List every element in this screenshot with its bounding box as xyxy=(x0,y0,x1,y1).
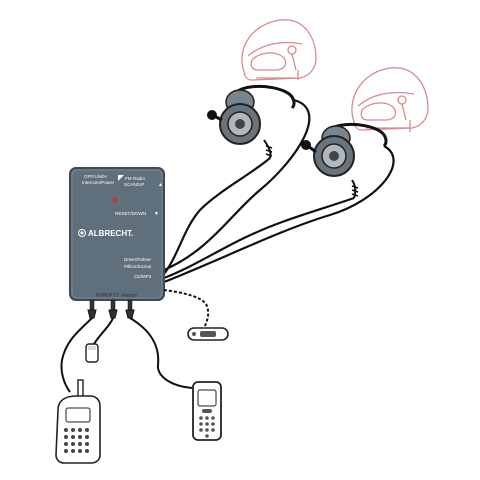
fm-indicator-icon xyxy=(118,175,124,181)
helmet-icon xyxy=(351,67,429,132)
label-driver: Driver/Fahrer xyxy=(124,257,152,262)
label-cd-mp3: CD/MP3 xyxy=(134,274,152,279)
up-arrow-icon: ▲ xyxy=(158,182,163,188)
label-reset-down: RESET/DOWN xyxy=(115,211,146,216)
power-led-icon xyxy=(112,197,118,203)
label-pillion: Pillion/Sozius xyxy=(124,264,152,269)
device-cables xyxy=(60,289,210,393)
albrecht-logo-icon xyxy=(78,229,86,237)
helmet-icon xyxy=(241,19,317,81)
label-off: OFF/L/M/H xyxy=(84,174,107,179)
headset-cables xyxy=(163,98,395,284)
mp3-player-icon xyxy=(187,327,229,341)
power-plug-icon xyxy=(85,343,99,363)
headset-icon xyxy=(207,85,296,159)
brand-name: ALBRECHT. xyxy=(88,229,133,238)
port-label-pwr: PWR xyxy=(96,293,108,299)
mobile-phone-icon xyxy=(192,381,222,441)
port-label-hands: Hands xyxy=(122,293,137,299)
label-fm-radio: FM Radio xyxy=(125,176,145,181)
walkie-talkie-icon xyxy=(55,379,101,464)
label-intercom-power: Intercom/Power xyxy=(82,180,115,185)
headset-icon xyxy=(301,123,388,199)
port-label-ptt: PTT xyxy=(109,293,120,299)
label-scan-up: SCAN/UP xyxy=(124,182,144,187)
down-arrow-icon: ▼ xyxy=(154,211,159,217)
port-plugs xyxy=(87,299,135,319)
intercom-unit: OFF/L/M/H Intercom/Power FM Radio SCAN/U… xyxy=(69,167,165,301)
